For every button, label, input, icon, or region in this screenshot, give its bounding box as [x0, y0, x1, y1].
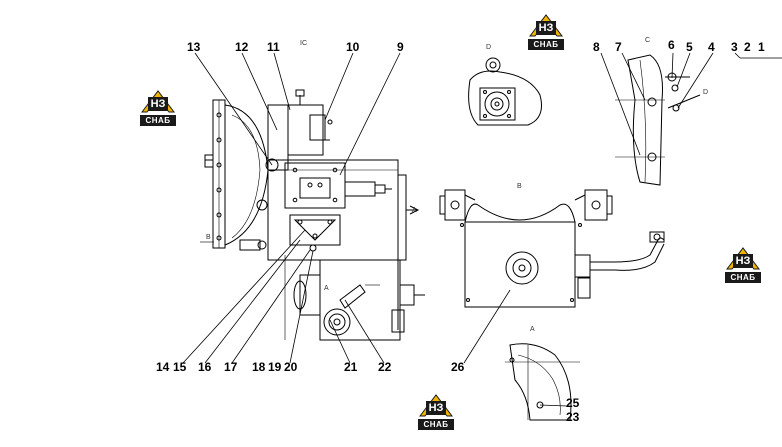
view-letter: D — [486, 44, 492, 51]
callout-14: 14 — [156, 360, 170, 374]
view-letter: IC — [300, 40, 307, 47]
view-letter: B — [206, 234, 211, 241]
logo-text: СНАБ — [418, 419, 454, 430]
callout-5: 5 — [686, 40, 693, 54]
callout-21: 21 — [344, 360, 358, 374]
leader-lines-right — [463, 52, 782, 407]
callout-16: 16 — [198, 360, 212, 374]
brand-logo: НЗ СНАБ — [140, 88, 176, 128]
callout-17: 17 — [224, 360, 238, 374]
transmission-side-view — [200, 89, 425, 341]
logo-text: СНАБ — [528, 39, 564, 50]
view-letter: B — [517, 183, 522, 190]
logo-mark: НЗ — [148, 97, 168, 111]
view-letter: A — [412, 207, 417, 214]
view-letter: A — [324, 285, 329, 292]
brand-logo: НЗ СНАБ — [528, 12, 564, 52]
callout-1: 1 — [758, 40, 765, 54]
callout-23: 23 — [566, 410, 580, 424]
view-letter: A — [530, 326, 535, 333]
logo-mark: НЗ — [536, 21, 556, 35]
brand-logo: НЗ СНАБ — [725, 245, 761, 285]
brand-logo: НЗ СНАБ — [418, 392, 454, 432]
callout-22: 22 — [378, 360, 392, 374]
callout-8: 8 — [593, 40, 600, 54]
view-d-detail — [468, 57, 542, 126]
view-c-side — [615, 54, 701, 186]
callout-18: 18 — [252, 360, 266, 374]
view-a-detail — [505, 343, 580, 421]
callout-12: 12 — [235, 40, 249, 54]
leader-lines-left — [182, 52, 401, 364]
callout-20: 20 — [284, 360, 298, 374]
view-letter: D — [703, 89, 709, 96]
logo-text: СНАБ — [140, 115, 176, 126]
callout-25: 25 — [566, 396, 580, 410]
view-b-front — [439, 189, 665, 308]
callout-19: 19 — [268, 360, 282, 374]
callout-13: 13 — [187, 40, 201, 54]
callout-4: 4 — [708, 40, 715, 54]
view-letter: C — [645, 37, 651, 44]
callout-15: 15 — [173, 360, 187, 374]
callout-3: 3 — [731, 40, 738, 54]
callout-10: 10 — [346, 40, 360, 54]
logo-text: СНАБ — [725, 272, 761, 283]
logo-mark: НЗ — [733, 254, 753, 268]
callout-7: 7 — [615, 40, 622, 54]
callout-26: 26 — [451, 360, 465, 374]
logo-mark: НЗ — [426, 401, 446, 415]
callout-6: 6 — [668, 38, 675, 52]
callout-9: 9 — [397, 40, 404, 54]
callout-2: 2 — [744, 40, 751, 54]
callout-11: 11 — [267, 40, 280, 54]
